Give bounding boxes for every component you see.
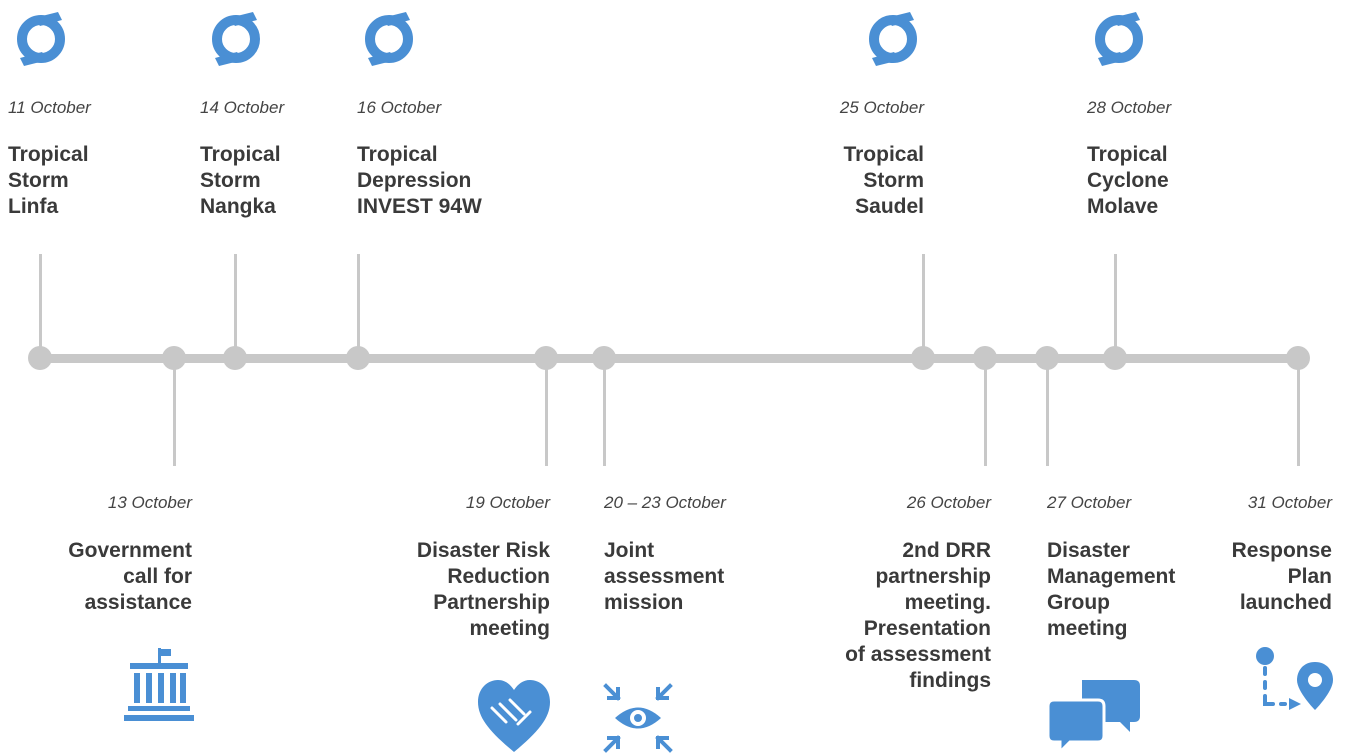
event-date: 27 October: [1047, 493, 1132, 512]
cyclone-icon: [358, 8, 420, 70]
event-title: Tropical Depression INVEST 94W: [357, 142, 482, 220]
connector-stem: [173, 362, 176, 466]
event-date: 13 October: [107, 493, 192, 512]
event-title: Response Plan launched: [1172, 538, 1332, 616]
timeline-axis: [40, 354, 1298, 363]
connector-stem: [234, 254, 237, 348]
title-line: Storm: [8, 169, 69, 192]
event-title: Disaster Management Group meeting: [1047, 538, 1175, 642]
event-title: Tropical Storm Saudel: [764, 142, 924, 220]
connector-stem: [39, 254, 42, 348]
event-date: 20 – 23 October: [604, 493, 726, 512]
title-line: Tropical: [200, 143, 281, 166]
event-title: Disaster Risk Reduction Partnership meet…: [360, 538, 550, 642]
title-line: Response: [1231, 539, 1332, 562]
timeline-node: [1103, 346, 1127, 370]
title-line: Partnership: [433, 591, 550, 614]
event-date: 16 October: [357, 98, 442, 117]
event-date: 19 October: [465, 493, 550, 512]
title-line: partnership: [875, 565, 991, 588]
title-line: Disaster Risk: [416, 539, 550, 562]
timeline-node: [223, 346, 247, 370]
title-line: assistance: [84, 591, 192, 614]
title-line: Disaster: [1047, 539, 1130, 562]
event-date: 31 October: [1247, 493, 1332, 512]
title-line: meeting: [1047, 617, 1128, 640]
title-line: Group: [1047, 591, 1110, 614]
route-pin-icon: [1256, 647, 1333, 710]
event-title: 2nd DRR partnership meeting. Presentatio…: [801, 538, 991, 694]
cyclone-icon: [1088, 8, 1150, 70]
title-line: 2nd DRR: [902, 539, 991, 562]
title-line: Joint: [604, 539, 655, 562]
eye-focus-icon: [603, 683, 673, 753]
connector-stem: [922, 254, 925, 348]
connector-stem: [984, 362, 987, 466]
title-line: launched: [1239, 591, 1332, 614]
title-line: Government: [68, 539, 192, 562]
event-title: Tropical Cyclone Molave: [1087, 142, 1169, 220]
timeline-node: [911, 346, 935, 370]
title-line: findings: [909, 669, 991, 692]
connector-stem: [545, 362, 548, 466]
title-line: Plan: [1287, 565, 1332, 588]
connector-stem: [1046, 362, 1049, 466]
title-line: Linfa: [8, 195, 59, 218]
title-line: Saudel: [855, 195, 924, 218]
event-date: 11 October: [8, 98, 91, 117]
title-line: Storm: [863, 169, 924, 192]
cyclone-icon: [205, 8, 267, 70]
title-line: Molave: [1087, 195, 1159, 218]
title-line: of assessment: [845, 643, 991, 666]
timeline-node: [28, 346, 52, 370]
title-line: call for: [123, 565, 192, 588]
connector-stem: [357, 254, 360, 348]
event-date: 14 October: [200, 98, 285, 117]
event-title: Tropical Storm Linfa: [8, 142, 89, 220]
cyclone-icon: [10, 8, 72, 70]
event-date: 25 October: [839, 98, 924, 117]
connector-stem: [1297, 362, 1300, 466]
title-line: Tropical: [357, 143, 438, 166]
speech-bubbles-icon: [1048, 680, 1140, 753]
title-line: mission: [604, 591, 684, 614]
title-line: Presentation: [863, 617, 991, 640]
timeline-node: [346, 346, 370, 370]
cyclone-icon: [862, 8, 924, 70]
title-line: meeting.: [904, 591, 991, 614]
title-line: Cyclone: [1087, 169, 1169, 192]
connector-stem: [603, 362, 606, 466]
title-line: Management: [1047, 565, 1176, 588]
title-line: INVEST 94W: [357, 195, 482, 218]
title-line: Nangka: [200, 195, 276, 218]
title-line: Storm: [200, 169, 261, 192]
title-line: Tropical: [8, 143, 89, 166]
title-line: Tropical: [843, 143, 924, 166]
event-date: 26 October: [906, 493, 991, 512]
handshake-heart-icon: [478, 680, 550, 752]
connector-stem: [1114, 254, 1117, 348]
title-line: Depression: [357, 169, 472, 192]
event-date: 28 October: [1087, 98, 1172, 117]
title-line: assessment: [604, 565, 725, 588]
event-title: Tropical Storm Nangka: [200, 142, 281, 220]
title-line: Tropical: [1087, 143, 1168, 166]
title-line: meeting: [469, 617, 550, 640]
event-title: Government call for assistance: [22, 538, 192, 616]
government-building-icon: [124, 648, 194, 721]
title-line: Reduction: [447, 565, 550, 588]
event-title: Joint assessment mission: [604, 538, 724, 616]
